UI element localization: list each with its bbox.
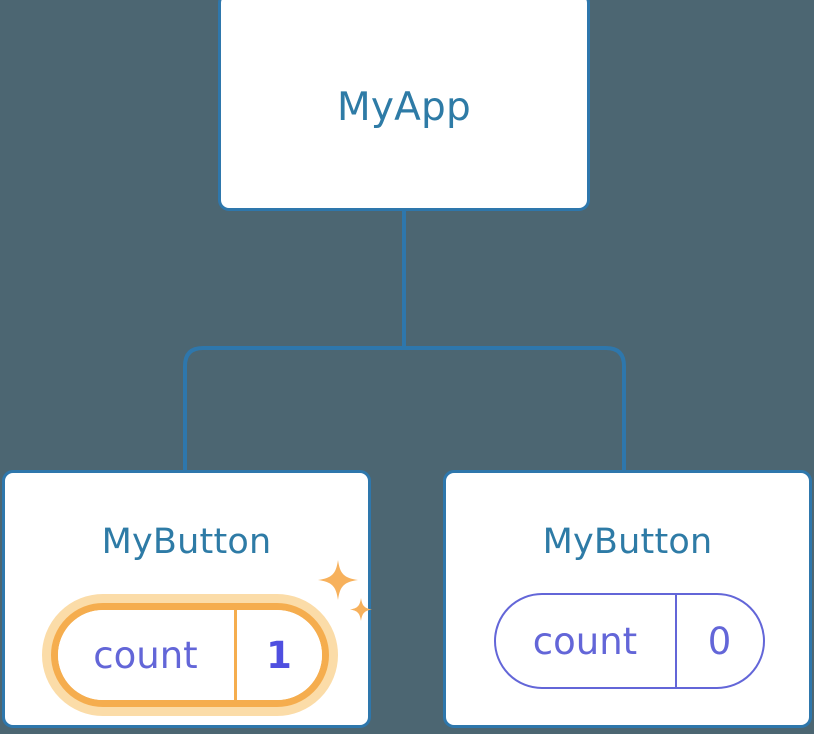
prop-divider bbox=[674, 595, 677, 687]
prop-pill[interactable]: count 1 bbox=[57, 610, 322, 700]
highlight-ring bbox=[50, 603, 329, 707]
prop-pill-container: count 1 bbox=[5, 585, 374, 725]
prop-value: 0 bbox=[707, 619, 732, 663]
prop-pill-highlighted[interactable]: count 1 bbox=[41, 594, 338, 716]
prop-divider bbox=[233, 610, 237, 700]
node-card-mybutton-left[interactable]: MyButton count 1 bbox=[2, 470, 371, 728]
node-title: MyButton bbox=[542, 522, 713, 562]
node-card-myapp[interactable]: MyApp bbox=[218, 0, 590, 211]
prop-pill[interactable]: count 0 bbox=[493, 593, 765, 689]
node-card-mybutton-right[interactable]: MyButton count 0 bbox=[443, 470, 812, 728]
prop-pill-container: count 0 bbox=[492, 591, 766, 691]
node-title: MyButton bbox=[101, 522, 272, 562]
prop-value: 1 bbox=[266, 633, 292, 677]
prop-key: count bbox=[93, 633, 198, 677]
node-title: MyApp bbox=[337, 85, 471, 130]
prop-key: count bbox=[532, 619, 638, 663]
